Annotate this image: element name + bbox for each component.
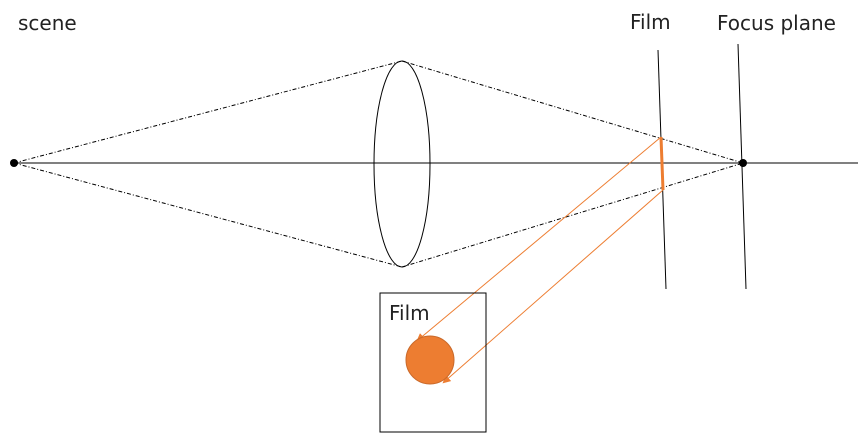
scene-point [10,159,18,167]
ray-lens-top-to-focus [401,60,744,164]
scene-label: scene [18,11,77,35]
projection-arrow-bottom [442,189,664,384]
film-label: Film [630,10,671,34]
focus-plane-label: Focus plane [717,11,836,35]
blur-segment [659,136,665,191]
film-box [379,292,487,433]
ray-scene-to-lens-bottom [13,162,403,268]
lens [373,60,431,268]
ray-lines [13,60,744,268]
ray-lens-bottom-to-focus [401,162,744,268]
focus-point [739,159,747,167]
ray-scene-to-lens-top [13,60,403,164]
film-box-label: Film [389,301,430,325]
projection-arrow-top [416,136,662,342]
circle-of-confusion [405,335,455,385]
